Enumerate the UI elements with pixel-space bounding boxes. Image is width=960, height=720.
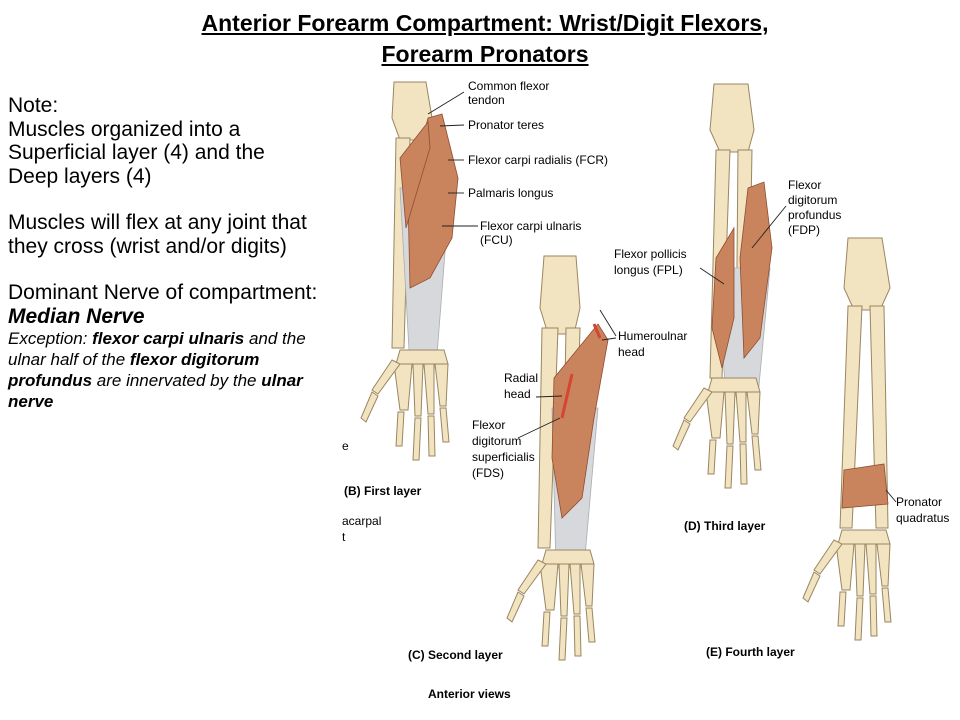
label-fds-2: digitorum bbox=[472, 434, 521, 448]
title-line-2: Forearm Pronators bbox=[381, 41, 589, 67]
label-common-flexor-1: Common flexor bbox=[468, 79, 549, 93]
caption-first-layer: (B) First layer bbox=[344, 484, 422, 498]
note-layers: Muscles organized into a Superficial lay… bbox=[8, 117, 265, 188]
figure-second-layer: Humeroulnar head Radial head Flexor digi… bbox=[408, 255, 687, 662]
fds-muscle bbox=[551, 323, 609, 519]
caption-third-layer: (D) Third layer bbox=[684, 519, 766, 533]
radial-head-origin bbox=[560, 373, 574, 419]
humerus-e bbox=[843, 237, 891, 311]
figure-third-layer: Flexor digitorum profundus (FDP) Flexor … bbox=[614, 83, 841, 533]
exception-text-2: and the ulnar half of the bbox=[8, 329, 306, 369]
label-fcu-2: (FCU) bbox=[480, 233, 513, 247]
caption-fourth-layer: (E) Fourth layer bbox=[706, 645, 795, 659]
cropped-text-t: t bbox=[342, 530, 346, 544]
note-nerve: Dominant Nerve of compartment: Median Ne… bbox=[8, 281, 318, 328]
label-fds-4: (FDS) bbox=[472, 466, 504, 480]
note-panel: Note: Muscles organized into a Superfici… bbox=[8, 94, 318, 412]
nerve-name: Median Nerve bbox=[8, 304, 145, 328]
label-fdp-2: digitorum bbox=[788, 193, 837, 207]
note-flex: Muscles will flex at any joint that they… bbox=[8, 211, 307, 258]
slide-title: Anterior Forearm Compartment: Wrist/Digi… bbox=[0, 8, 960, 70]
figure-fourth-layer: Pronator quadratus (E) Fourth layer bbox=[706, 237, 949, 659]
label-radial-head-1: Radial bbox=[504, 371, 538, 385]
exception-text-1: Exception: bbox=[8, 329, 93, 348]
nerve-prefix: Dominant Nerve of compartment: bbox=[8, 281, 318, 304]
label-humeroulnar-1: Humeroulnar bbox=[618, 329, 687, 343]
cropped-text-acarpal: acarpal bbox=[342, 514, 381, 528]
exception-ulnar-nerve: ulnar nerve bbox=[8, 371, 303, 411]
label-fcu-1: Flexor carpi ulnaris bbox=[480, 219, 581, 233]
label-fdp-4: (FDP) bbox=[788, 223, 820, 237]
label-fdp-3: profundus bbox=[788, 208, 841, 222]
pronator-quadratus-muscle bbox=[841, 463, 889, 509]
humerus-c bbox=[539, 255, 581, 335]
label-fds-1: Flexor bbox=[472, 418, 505, 432]
figure-first-layer: Common flexor tendon Pronator teres Flex… bbox=[344, 79, 608, 498]
cropped-text-e: e bbox=[342, 439, 349, 453]
label-fpl-2: longus (FPL) bbox=[614, 263, 683, 277]
title-line-1: Anterior Forearm Compartment: Wrist/Digi… bbox=[201, 10, 769, 36]
caption-second-layer: (C) Second layer bbox=[408, 648, 503, 662]
label-radial-head-2: head bbox=[504, 387, 531, 401]
label-pronator-quadratus-1: Pronator bbox=[896, 495, 942, 509]
label-fcr: Flexor carpi radialis (FCR) bbox=[468, 153, 608, 167]
label-fdp-1: Flexor bbox=[788, 178, 821, 192]
exception-fdp: flexor digitorum profundus bbox=[8, 350, 260, 390]
note-heading: Note: bbox=[8, 94, 59, 117]
label-pronator-teres: Pronator teres bbox=[468, 118, 544, 132]
label-humeroulnar-2: head bbox=[618, 345, 645, 359]
label-common-flexor-2: tendon bbox=[468, 93, 505, 107]
fpl-muscle bbox=[711, 226, 735, 369]
humeroulnar-origin bbox=[592, 323, 602, 339]
humerus-d bbox=[709, 83, 755, 153]
exception-fcu: flexor carpi ulnaris bbox=[92, 329, 245, 348]
radius-c bbox=[537, 327, 559, 549]
footer-anterior-views: Anterior views bbox=[428, 687, 511, 701]
label-fds-3: superficialis bbox=[472, 450, 535, 464]
forearm-illustrations: Common flexor tendon Pronator teres Flex… bbox=[342, 79, 949, 701]
note-exception: Exception: flexor carpi ulnaris and the … bbox=[8, 328, 318, 412]
fdp-muscle bbox=[739, 181, 773, 360]
pronator-teres-muscle bbox=[399, 120, 431, 229]
label-pronator-quadratus-2: quadratus bbox=[896, 511, 949, 525]
label-palmaris-longus: Palmaris longus bbox=[468, 186, 553, 200]
exception-text-3: are innervated by the bbox=[92, 371, 262, 390]
label-fpl-1: Flexor pollicis bbox=[614, 247, 687, 261]
